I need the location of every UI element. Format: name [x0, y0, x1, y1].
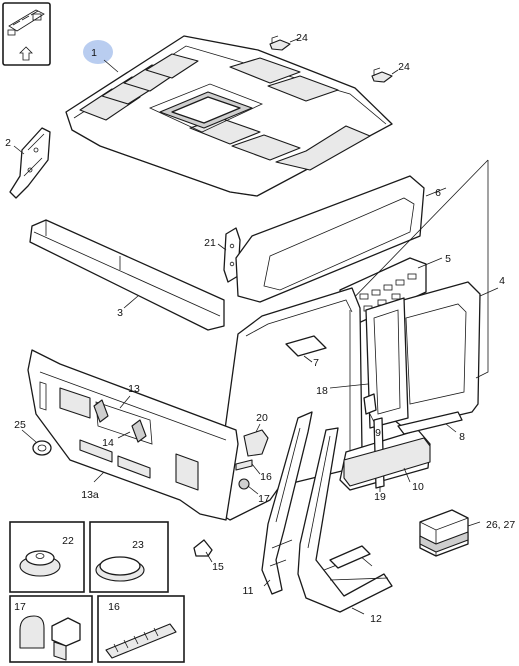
bolt-16 [235, 459, 253, 471]
callout-20: 20 [256, 412, 268, 424]
front-beam [29, 219, 225, 331]
callout-2: 2 [5, 137, 11, 149]
detail-box-22 [9, 521, 85, 593]
callout-3: 3 [117, 307, 123, 319]
latch-plate [363, 393, 377, 415]
clip-15 [193, 539, 213, 557]
parts-box [419, 509, 469, 557]
callout-24-upper: 24 [296, 32, 308, 44]
callout-4: 4 [499, 275, 505, 287]
rear-sill [397, 411, 463, 435]
callout-12: 12 [370, 613, 382, 625]
callout-18: 18 [316, 385, 328, 397]
callout-9: 9 [375, 427, 381, 439]
bracket-24-upper [269, 35, 291, 51]
bracket-24-lower [371, 67, 393, 83]
side-bracket [9, 127, 51, 199]
orientation-icon [2, 2, 51, 66]
callout-26-27: 26, 27 [486, 519, 515, 531]
detail-label-23: 23 [132, 539, 144, 551]
detail-label-22: 22 [62, 535, 74, 547]
grommet [32, 440, 52, 456]
callout-25: 25 [14, 419, 26, 431]
up-arrow-icon [19, 46, 33, 61]
callout-10: 10 [412, 481, 424, 493]
callout-11: 11 [243, 585, 254, 597]
callout-14: 14 [102, 437, 114, 449]
side-wall-panel [393, 281, 481, 429]
callout-13: 13 [128, 383, 140, 395]
b-pillar-rocker [297, 427, 393, 613]
detail-label-17: 17 [14, 601, 26, 613]
front-panel [27, 349, 239, 521]
upper-rear-panel [235, 175, 425, 303]
highlight-marker [83, 40, 113, 64]
callout-17: 17 [258, 493, 270, 505]
callout-15: 15 [212, 561, 224, 573]
detail-label-16: 16 [108, 601, 120, 613]
dashboard-bracket [93, 399, 147, 443]
callout-13a: 13a [81, 489, 99, 501]
lower-rail [343, 437, 431, 487]
nut-17 [238, 478, 250, 490]
detail-box-23 [89, 521, 169, 593]
detail-box-17 [9, 595, 93, 663]
callout-5: 5 [445, 253, 451, 265]
callout-6: 6 [435, 187, 441, 199]
trim-strip [285, 335, 327, 357]
callout-1: 1 [91, 47, 97, 59]
bracket-20 [243, 429, 269, 457]
callout-16: 16 [260, 471, 272, 483]
callout-8: 8 [459, 431, 465, 443]
a-pillar [261, 411, 313, 595]
callout-24-lower: 24 [398, 61, 410, 73]
callout-19: 19 [374, 491, 386, 503]
detail-box-16 [97, 595, 185, 663]
roof-panel [65, 35, 393, 197]
callout-21: 21 [204, 237, 216, 249]
callout-7: 7 [313, 357, 319, 369]
